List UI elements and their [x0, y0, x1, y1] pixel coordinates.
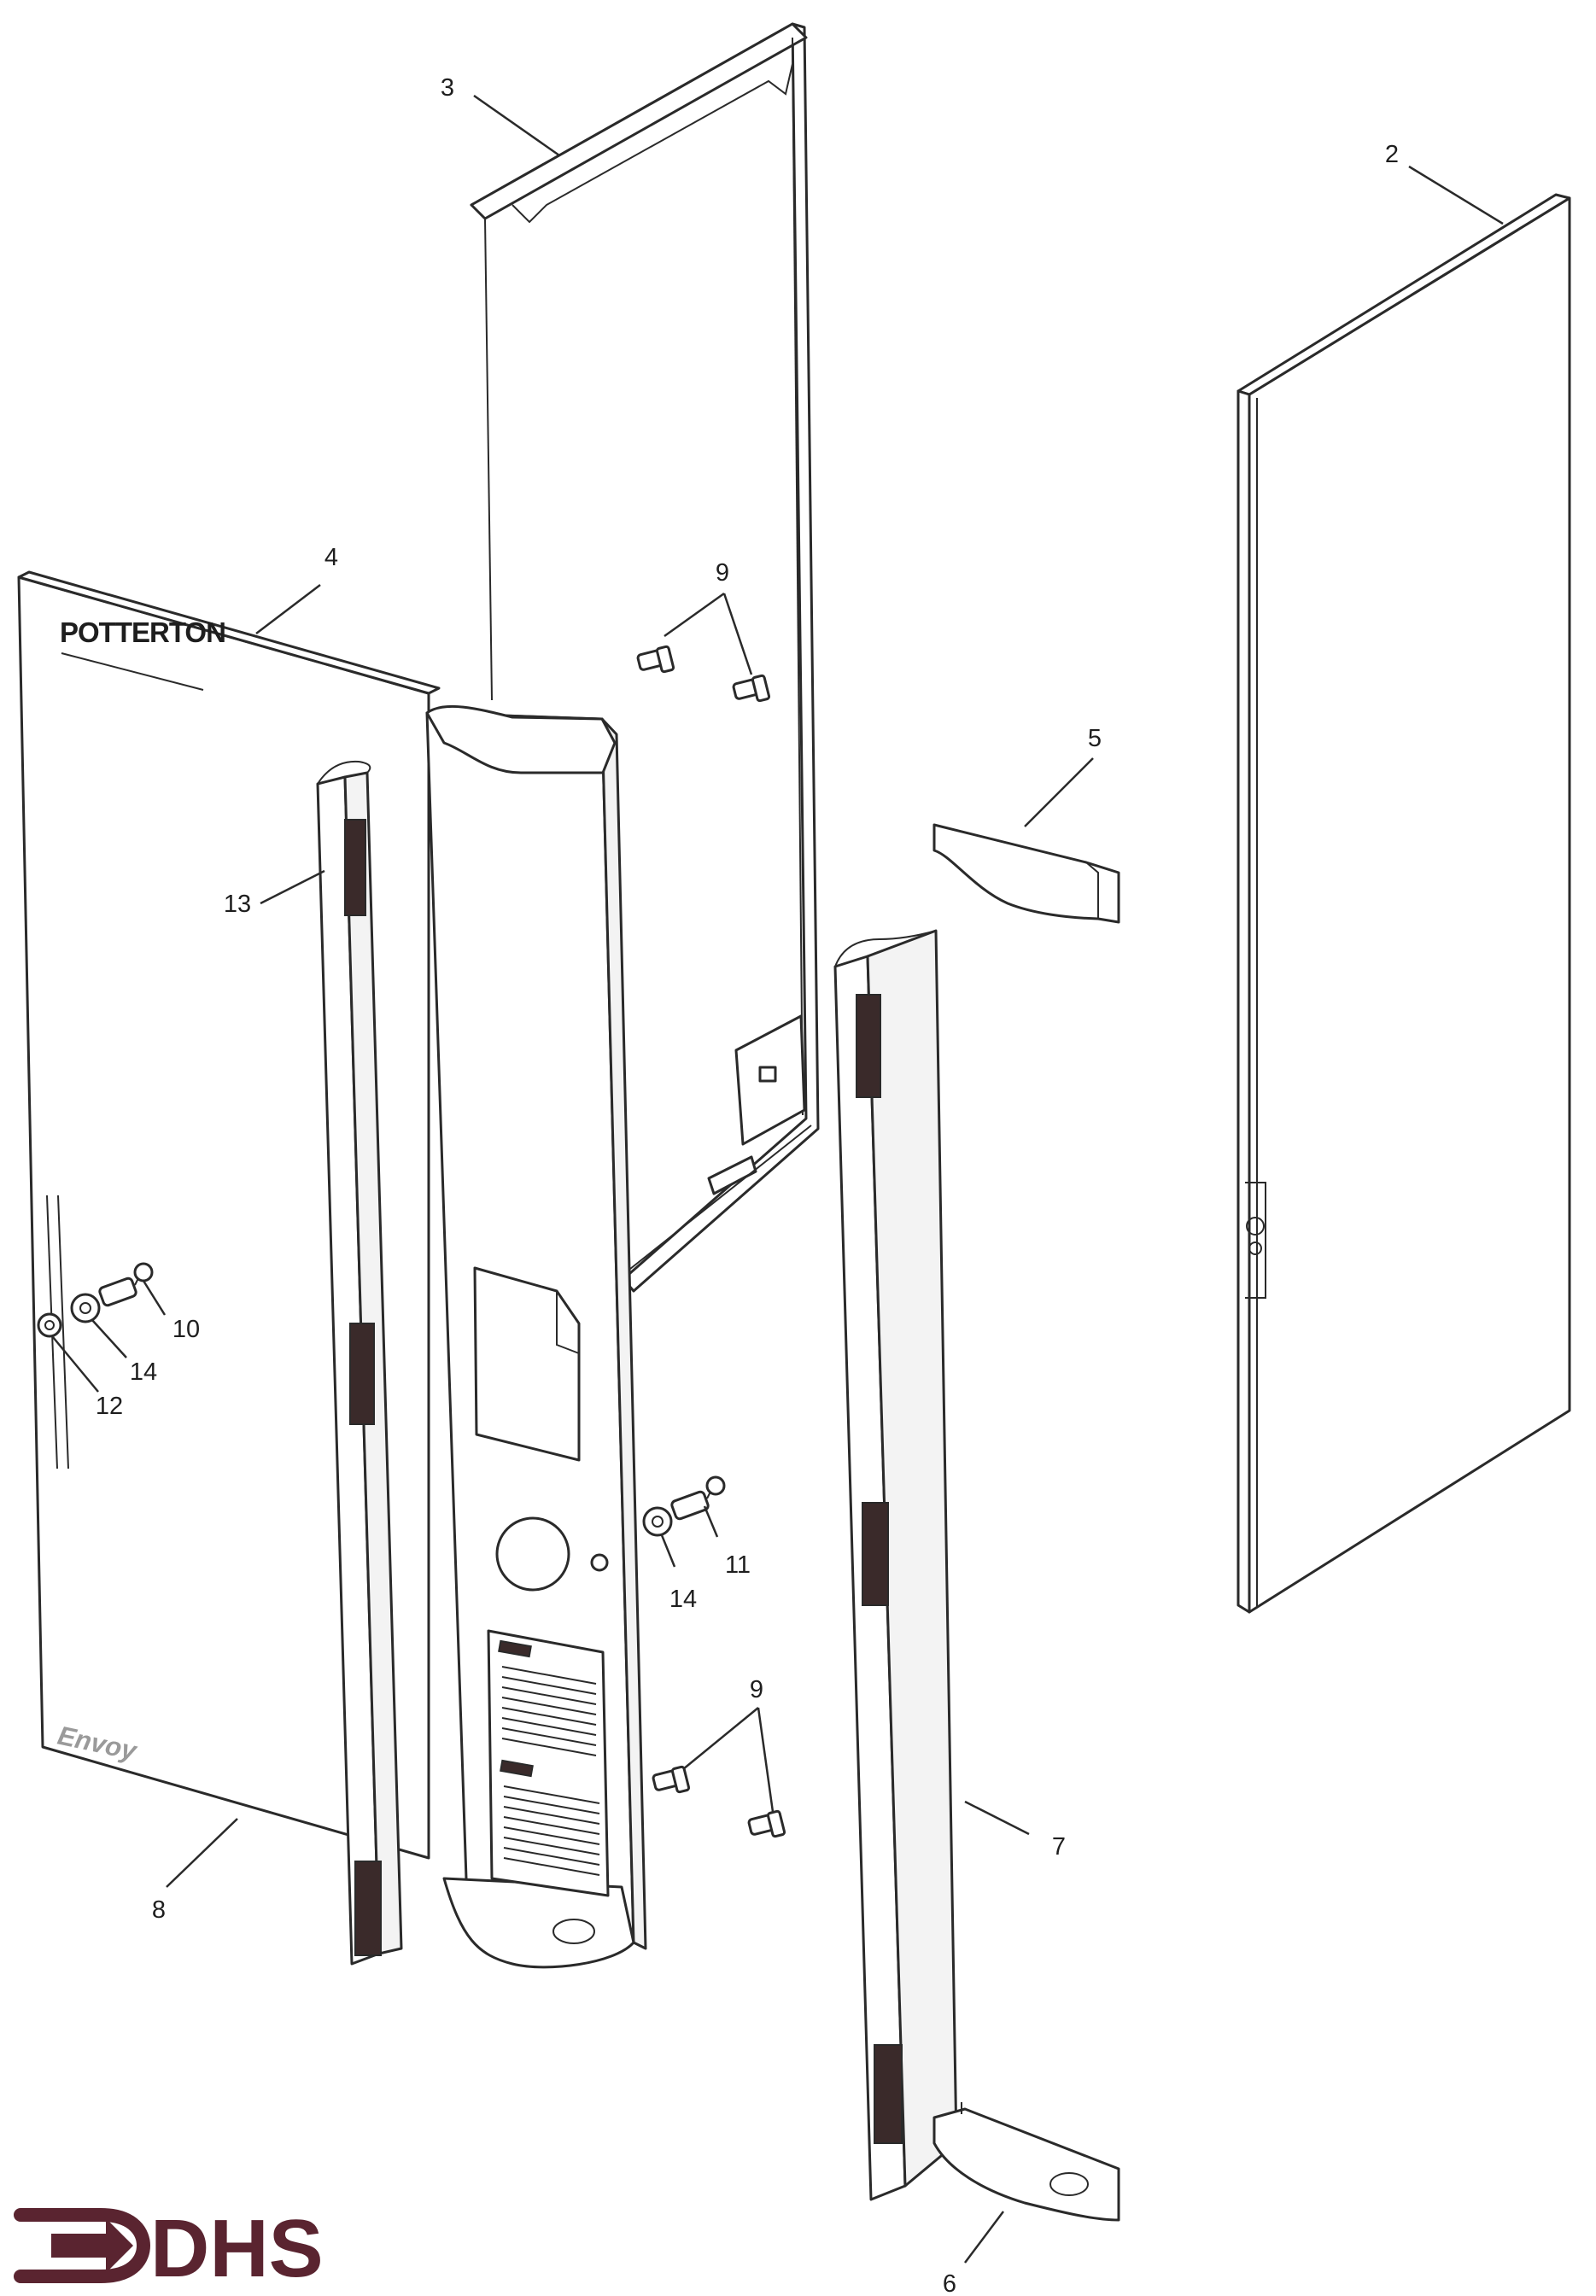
leader-lines	[52, 94, 1504, 2264]
screw-lower-left	[652, 1765, 691, 1794]
label-part-9-upper: 9	[716, 559, 729, 587]
part-14-washer-left	[70, 1293, 101, 1323]
magnetic-pad-middle-right	[862, 1502, 889, 1606]
middle-fixing-cluster	[642, 1475, 726, 1537]
label-part-9-lower: 9	[750, 1676, 763, 1703]
label-part-8: 8	[152, 1896, 166, 1924]
part-7-right-channel	[833, 929, 958, 2201]
part-number-labels: 3 2 4 9 5 13 10 14 12 11 14 9 7 8 6	[96, 74, 1399, 2296]
label-part-13: 13	[224, 891, 251, 918]
screw-upper-right	[732, 674, 771, 703]
central-control-panel	[425, 704, 647, 1969]
label-part-14-mid: 14	[669, 1586, 697, 1613]
screw-lower-right	[747, 1809, 786, 1838]
label-part-11: 11	[725, 1551, 751, 1579]
potterton-brand-text: POTTERTON	[60, 616, 225, 648]
label-part-2: 2	[1385, 141, 1399, 168]
magnetic-pad-lower	[354, 1861, 382, 1956]
part-14-washer-mid	[642, 1506, 673, 1537]
label-part-6: 6	[943, 2270, 956, 2296]
vent-grille-lower	[503, 1785, 600, 1876]
screw-upper-left	[636, 645, 675, 674]
magnetic-pad-upper	[344, 819, 366, 916]
part-3-back-frame	[470, 22, 820, 1293]
label-part-5: 5	[1088, 725, 1102, 752]
label-part-4: 4	[324, 544, 338, 571]
dhs-logo-text: DHS	[150, 2203, 324, 2294]
label-part-14-left: 14	[130, 1358, 157, 1386]
magnetic-pad-middle	[349, 1323, 375, 1425]
part-9-upper-screws	[636, 645, 771, 703]
part-2-side-panel	[1236, 193, 1571, 1614]
label-part-10: 10	[172, 1316, 200, 1343]
part-9-lower-screws	[652, 1765, 786, 1838]
part-6-bottom-end-cap	[932, 2102, 1120, 2222]
magnetic-pad-lower-right	[874, 2044, 903, 2144]
part-13-left-channel	[316, 760, 403, 1966]
dhs-logo: DHS	[14, 2203, 324, 2294]
magnetic-pad-upper-right	[856, 994, 881, 1098]
label-part-12: 12	[96, 1393, 123, 1420]
part-12-nut	[37, 1312, 62, 1338]
vent-grille-upper	[501, 1666, 597, 1756]
label-part-3: 3	[441, 74, 454, 102]
dhs-arrow-head	[51, 2218, 133, 2273]
part-5-top-end-cap	[932, 823, 1120, 924]
part-11-stud	[670, 1475, 726, 1521]
label-part-7: 7	[1052, 1833, 1066, 1861]
dhs-arrow-mark	[14, 2208, 150, 2283]
